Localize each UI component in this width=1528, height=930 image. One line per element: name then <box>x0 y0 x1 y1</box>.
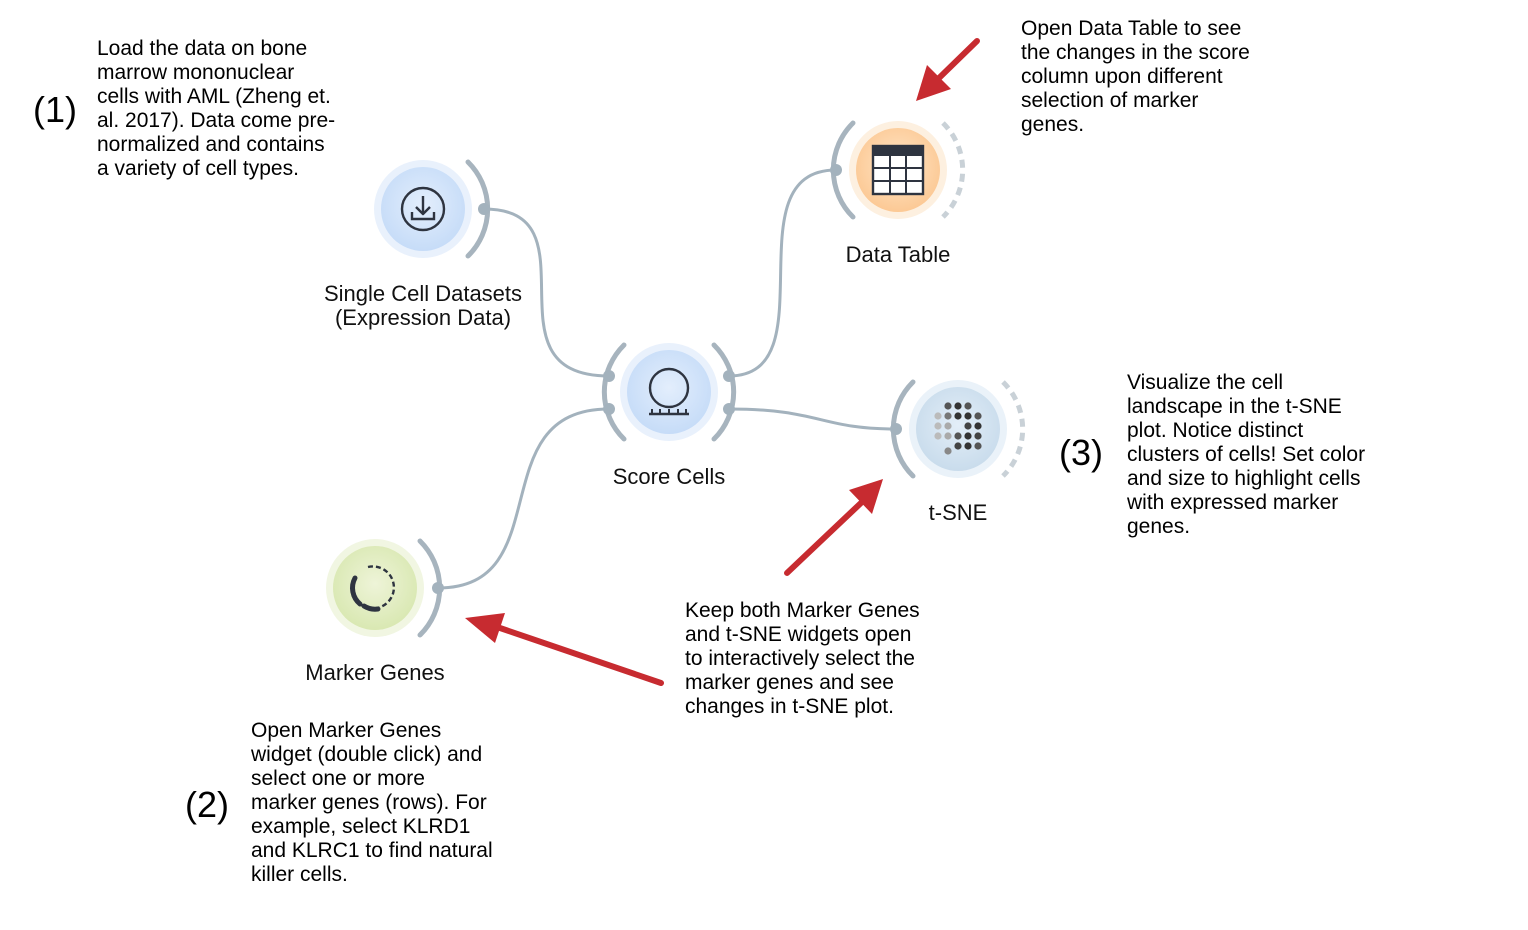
score-cells-node[interactable] <box>627 350 711 434</box>
marker-genes-widget[interactable] <box>326 538 444 638</box>
output-anchor[interactable] <box>723 370 735 382</box>
tsne-label: t-SNE <box>928 500 988 525</box>
step3-number: (3) <box>1059 432 1103 473</box>
step2-note: Open Marker Genes widget (double click) … <box>251 719 493 886</box>
step3-note: Visualize the cell landscape in the t-SN… <box>1127 371 1366 538</box>
tsne-dots-icon <box>934 402 982 455</box>
input-anchor[interactable] <box>890 423 902 435</box>
output-channel-arc-dashed <box>1001 380 1026 478</box>
step1-number: (1) <box>33 89 77 130</box>
link-score-cells-to-data-table[interactable] <box>728 168 837 378</box>
output-anchor[interactable] <box>478 203 490 215</box>
keep-open-note: Keep both Marker Genes and t-SNE widgets… <box>685 599 920 718</box>
score-cells-icon <box>648 367 690 416</box>
input-anchor[interactable] <box>603 403 615 415</box>
table-icon <box>871 144 925 196</box>
marker-genes-node[interactable] <box>333 546 417 630</box>
input-anchor[interactable] <box>830 164 842 176</box>
input-anchor[interactable] <box>603 370 615 382</box>
single-cell-datasets-label-line1: Single Cell Datasets <box>323 281 523 306</box>
single-cell-datasets-label-line2: (Expression Data) <box>334 305 512 330</box>
arrow-to-marker-genes <box>465 613 664 686</box>
tsne-node[interactable] <box>916 387 1000 471</box>
step2-number: (2) <box>185 784 229 825</box>
output-anchor[interactable] <box>723 403 735 415</box>
single-cell-datasets-label: Single Cell Datasets (Expression Data) <box>303 282 543 330</box>
output-channel-arc <box>711 342 737 442</box>
marker-genes-label: Marker Genes <box>305 660 445 685</box>
link-score-cells-to-tsne[interactable] <box>728 407 897 431</box>
data-table-label: Data Table <box>845 242 951 267</box>
input-channel-arc <box>601 342 627 442</box>
arrow-to-data-table <box>916 38 980 101</box>
link-datasets-to-score-cells[interactable] <box>483 207 610 378</box>
link-marker-genes-to-score-cells[interactable] <box>437 407 610 590</box>
tsne-widget[interactable] <box>890 379 1026 479</box>
download-icon <box>400 186 446 232</box>
arrow-to-tsne <box>784 479 883 576</box>
workflow-links <box>437 168 897 590</box>
annotation-arrows <box>465 38 980 686</box>
data-table-note: Open Data Table to see the changes in th… <box>1021 17 1250 136</box>
output-anchor[interactable] <box>432 582 444 594</box>
output-channel-arc-dashed <box>941 121 966 219</box>
score-cells-label: Score Cells <box>612 464 726 489</box>
data-table-widget[interactable] <box>830 120 966 220</box>
marker-genes-icon <box>350 565 396 612</box>
score-cells-widget[interactable] <box>601 342 737 442</box>
single-cell-datasets-widget[interactable] <box>374 159 491 259</box>
step1-note: Load the data on bone marrow mononuclear… <box>97 37 336 180</box>
